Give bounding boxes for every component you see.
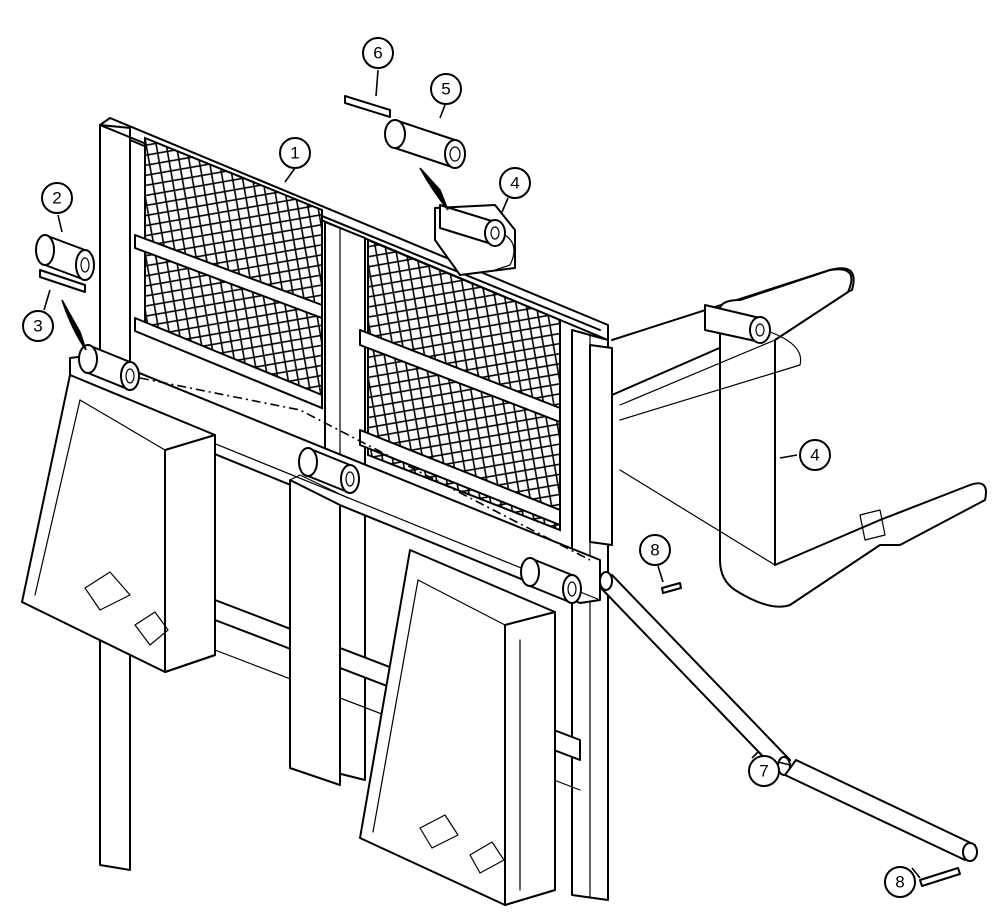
callout-3: 3 — [22, 310, 54, 342]
callout-label: 7 — [759, 762, 768, 781]
callout-label: 8 — [650, 541, 659, 560]
callout-2: 2 — [41, 182, 73, 214]
callout-label: 4 — [810, 446, 819, 465]
backrest-frame — [99, 117, 613, 901]
callout-4-lower: 4 — [799, 439, 831, 471]
callout-label: 6 — [373, 44, 382, 63]
callout-label: 4 — [510, 174, 519, 193]
callout-label: 2 — [52, 189, 61, 208]
fork-front — [619, 268, 987, 608]
callout-8-lower: 8 — [884, 866, 916, 898]
callout-5: 5 — [430, 73, 462, 105]
callout-leaders — [43, 69, 921, 879]
pivot-shaft — [599, 571, 978, 862]
center-plate — [289, 474, 349, 786]
callout-label: 5 — [441, 80, 450, 99]
left-mount-bracket — [21, 374, 216, 673]
loose-parts — [35, 95, 961, 887]
carriage-bushings — [78, 344, 582, 604]
callout-4-upper: 4 — [499, 167, 531, 199]
callout-1: 1 — [279, 137, 311, 169]
right-mount-bracket — [359, 549, 556, 906]
callout-label: 3 — [33, 317, 42, 336]
callout-label: 1 — [290, 144, 299, 163]
callout-6: 6 — [362, 37, 394, 69]
callout-7: 7 — [748, 755, 780, 787]
callout-8-upper: 8 — [639, 534, 671, 566]
callout-label: 8 — [895, 873, 904, 892]
